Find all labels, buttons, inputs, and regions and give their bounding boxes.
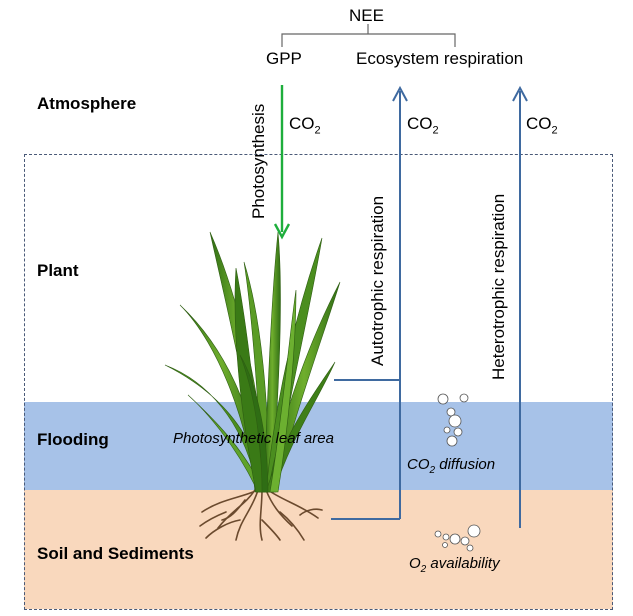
- atmosphere-label: Atmosphere: [37, 94, 137, 113]
- nee-bracket: [281, 24, 456, 47]
- ecosystem-boundary: [24, 154, 613, 610]
- heterotrophic-arrow: [512, 85, 528, 528]
- leaf-area-label: Photosynthetic leaf area: [173, 430, 334, 447]
- nee-label: NEE: [349, 6, 384, 25]
- o2-availability-label: O2 availability: [409, 555, 500, 575]
- flooding-layer: [24, 402, 613, 490]
- flooding-label: Flooding: [37, 430, 109, 449]
- plant-leaves: [164, 231, 341, 493]
- co2-bubbles: [437, 393, 469, 447]
- co2-label-autotrophic: CO2: [407, 114, 439, 137]
- co2-label-photosynthesis: CO2: [289, 114, 321, 137]
- autotrophic-arrow: [331, 85, 408, 520]
- photosynthesis-label: Photosynthesis: [249, 103, 268, 219]
- soil-label: Soil and Sediments: [37, 544, 194, 563]
- ecosystem-respiration-label: Ecosystem respiration: [356, 49, 524, 68]
- co2-label-heterotrophic: CO2: [526, 114, 558, 137]
- co2-diffusion-label: CO2 diffusion: [407, 456, 496, 476]
- plant-label: Plant: [37, 261, 79, 280]
- photosynthesis-arrow: [273, 85, 291, 240]
- o2-bubbles: [434, 524, 481, 552]
- autotrophic-respiration-label: Autotrophic respiration: [368, 195, 387, 366]
- gpp-label: GPP: [266, 49, 302, 68]
- heterotrophic-respiration-label: Heterotrophic respiration: [489, 193, 508, 380]
- plant-roots: [199, 489, 323, 541]
